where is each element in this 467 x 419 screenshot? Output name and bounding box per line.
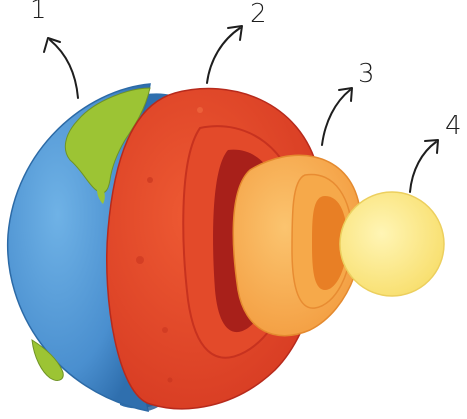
label-1-group: 1: [30, 0, 78, 98]
arrow-3: [322, 90, 350, 145]
label-4-group: 4: [410, 111, 462, 192]
arrow-4: [410, 142, 436, 192]
label-number-3: 3: [358, 59, 375, 89]
arrow-2: [207, 28, 240, 83]
mantle-texture-dot: [147, 177, 153, 183]
label-3-group: 3: [322, 59, 375, 145]
mantle-texture-dot: [197, 107, 203, 113]
mantle-texture-dot: [136, 256, 144, 264]
label-number-4: 4: [445, 111, 462, 141]
mantle-texture-dot: [162, 327, 168, 333]
label-2-group: 2: [207, 0, 267, 83]
inner-core-sphere: [340, 192, 444, 296]
mantle-texture-dot: [168, 378, 173, 383]
label-number-2: 2: [250, 0, 267, 29]
arrow-1-head: [44, 38, 60, 52]
arrow-1: [50, 40, 78, 98]
label-number-1: 1: [30, 0, 47, 25]
inner-core-layer: [340, 192, 444, 296]
